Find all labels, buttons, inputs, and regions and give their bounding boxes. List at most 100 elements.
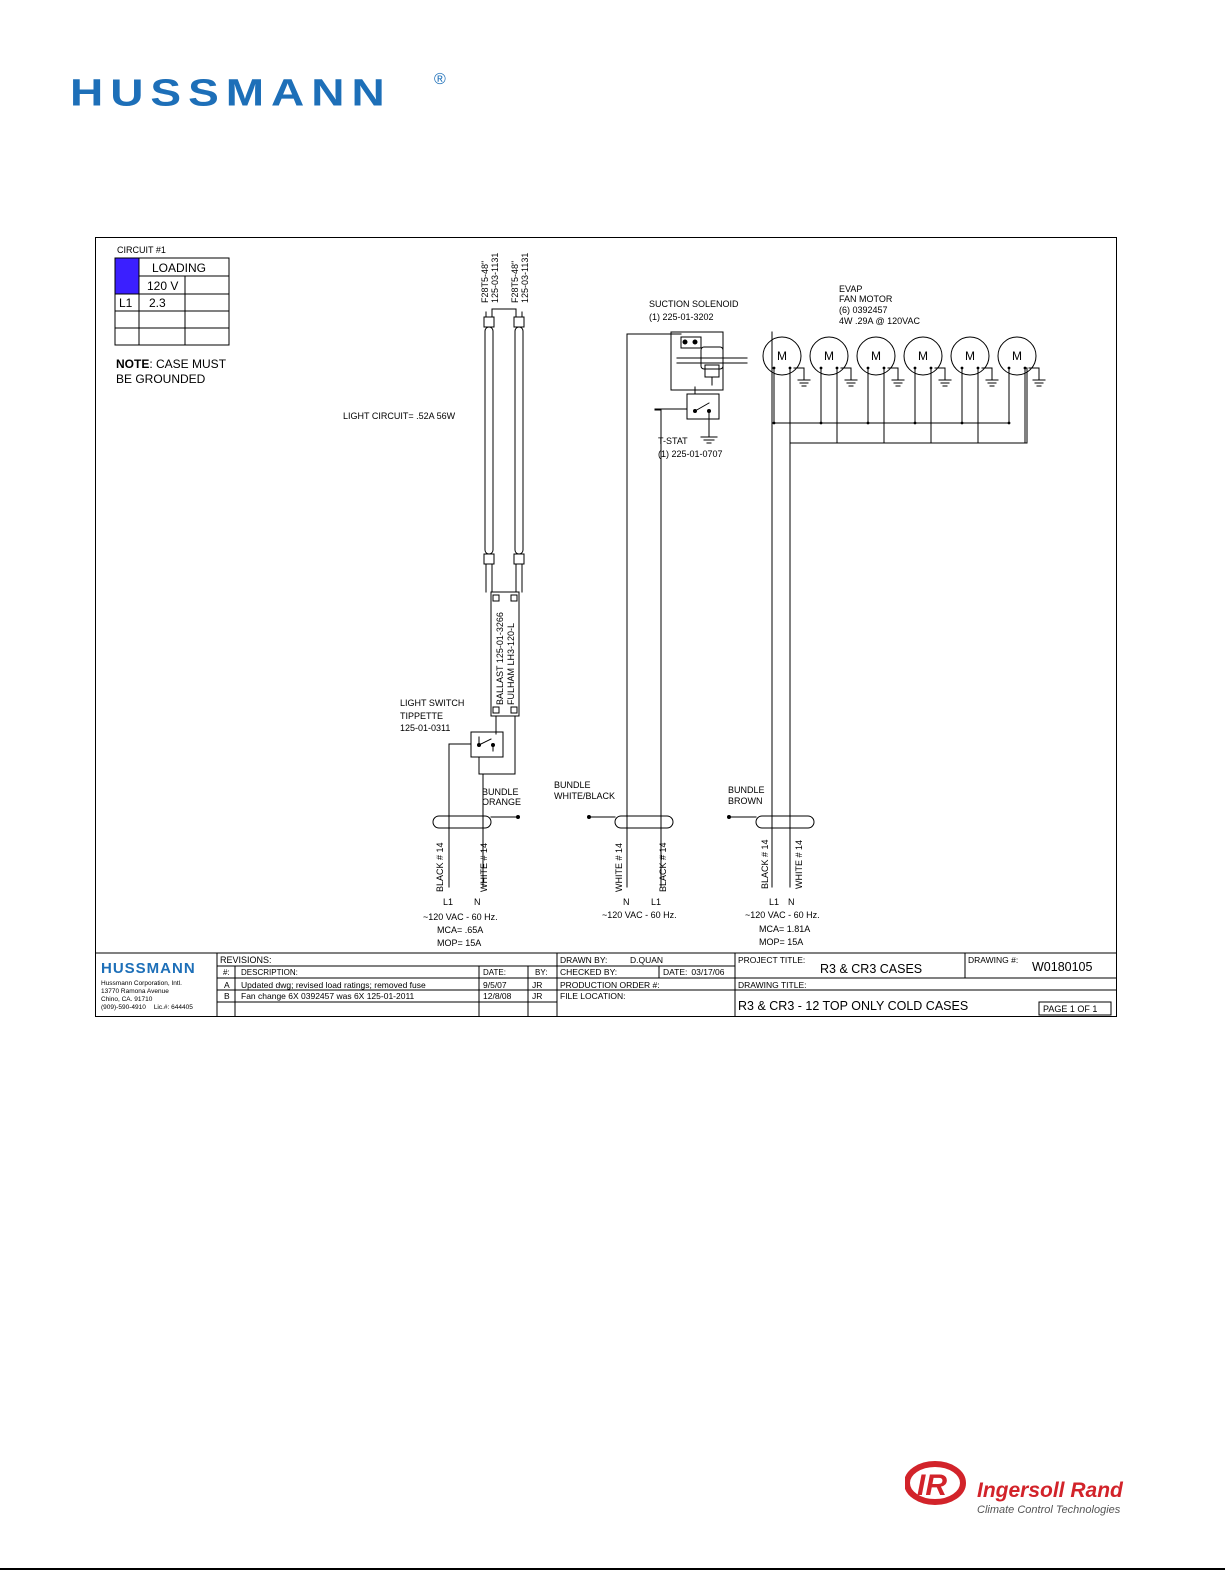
tb-drawn-by: D.QUAN xyxy=(630,955,663,965)
bundle-brown-term-b: N xyxy=(788,897,795,907)
tb-license: Lic.#: 644405 xyxy=(154,1004,193,1011)
fan-motor-5: M xyxy=(950,336,999,444)
tb-brand: HUSSMANN xyxy=(101,960,196,977)
t-stat-label-1: T-STAT xyxy=(658,436,688,446)
tb-date-value: 03/17/06 xyxy=(691,967,724,977)
note-bold: NOTE xyxy=(116,357,149,371)
lamp-1-model: F28T5-48" xyxy=(480,261,490,303)
note-text-1: : CASE MUST xyxy=(149,357,226,371)
bundle-brown-mop: MOP= 15A xyxy=(759,937,803,947)
fan-motor-label: M xyxy=(777,349,787,363)
circuit-table: CIRCUIT #1 LOADING 120 V L1 2.3 xyxy=(114,245,230,346)
evap-label-2: FAN MOTOR xyxy=(839,294,893,304)
fan-motor-label: M xyxy=(965,349,975,363)
tb-col-num: #: xyxy=(223,968,230,977)
tb-project-title-label: PROJECT TITLE: xyxy=(738,955,805,965)
bundle-brown-mca: MCA= 1.81A xyxy=(759,924,810,934)
bundle-orange-wire-b: WHITE # 14 xyxy=(479,843,489,892)
bundle-orange xyxy=(432,815,520,829)
suction-solenoid-label-2: (1) 225-01-3202 xyxy=(649,312,714,322)
tb-company: Hussmann Corporation, Intl. xyxy=(101,980,182,987)
suction-solenoid xyxy=(670,331,748,391)
lamp-1-part: 125-03-1131 xyxy=(490,253,500,303)
bundle-orange-wire-a: BLACK # 14 xyxy=(435,842,445,892)
fan-motor-label: M xyxy=(871,349,881,363)
tb-rev-b-num: B xyxy=(224,991,230,1001)
tb-date-label: DATE: xyxy=(663,967,687,977)
tb-address-1: 13770 Ramona Avenue xyxy=(101,988,169,995)
bundle-white-black-wire-a: WHITE # 14 xyxy=(614,843,624,892)
tb-col-date: DATE: xyxy=(483,968,506,977)
ballast-label-1: BALLAST 125-01-3266 xyxy=(495,612,505,705)
bundle-brown-label-1: BUNDLE xyxy=(728,785,765,795)
bundle-orange-term-a: L1 xyxy=(443,897,453,907)
fan-motor-3: M xyxy=(856,336,905,444)
tb-phone-value: (909)-590-4910 xyxy=(101,1004,146,1011)
tb-drawing-num: W0180105 xyxy=(1032,960,1093,974)
t-stat-label-2: (1) 225-01-0707 xyxy=(658,449,723,459)
fan-bus-n xyxy=(789,367,1028,444)
fan-motor-1: M xyxy=(762,336,811,444)
light-circuit-label: LIGHT CIRCUIT= .52A 56W xyxy=(343,411,456,421)
bundle-brown-wire-b: WHITE # 14 xyxy=(794,840,804,889)
ballast xyxy=(490,591,520,717)
tb-rev-a-by: JR xyxy=(532,980,542,990)
bundle-white-black-label-1: BUNDLE xyxy=(554,780,591,790)
bundle-white-black-term-a: N xyxy=(623,897,630,907)
bottom-rule xyxy=(0,1568,1225,1570)
light-switch-label-2: TIPPETTE xyxy=(400,711,443,721)
suction-solenoid-label-1: SUCTION SOLENOID xyxy=(649,299,739,309)
light-switch-label-3: 125-01-0311 xyxy=(400,723,450,733)
tb-rev-b-date: 12/8/08 xyxy=(483,991,512,1001)
fan-motor-label: M xyxy=(824,349,834,363)
ir-tagline: Climate Control Technologies xyxy=(977,1504,1121,1516)
evap-label-3: (6) 0392457 xyxy=(839,305,888,315)
evap-label-1: EVAP xyxy=(839,284,862,294)
note-line-1: NOTE: CASE MUST xyxy=(116,357,227,371)
bundle-white-black-supply: ~120 VAC - 60 Hz. xyxy=(602,910,677,920)
tb-page: PAGE 1 OF 1 xyxy=(1043,1004,1097,1014)
bundle-orange-term-b: N xyxy=(474,897,481,907)
tb-rev-a-date: 9/5/07 xyxy=(483,980,507,990)
fan-motor-label: M xyxy=(918,349,928,363)
ir-mark-icon xyxy=(904,1461,966,1505)
circuit-heading: LOADING xyxy=(152,261,206,275)
bundle-white-black xyxy=(587,815,674,829)
ir-mark-letters: IR xyxy=(917,1469,947,1502)
tb-address-2: Chino, CA. 91710 xyxy=(101,996,153,1003)
tb-drawing-title: R3 & CR3 - 12 TOP ONLY COLD CASES xyxy=(738,999,968,1013)
bundle-orange-mca: MCA= .65A xyxy=(437,925,483,935)
evap-label-4: 4W .29A @ 120VAC xyxy=(839,316,921,326)
fan-motor-label: M xyxy=(1012,349,1022,363)
drawing-frame xyxy=(95,237,1117,1017)
tb-date: DATE: 03/17/06 xyxy=(663,967,725,977)
hussmann-logo: HUSSMANN ® xyxy=(70,68,450,118)
fan-motor-2: M xyxy=(809,336,858,444)
light-switch-label-1: LIGHT SWITCH xyxy=(400,698,464,708)
ballast-label-2: FULHAM LH3-120-L xyxy=(506,623,516,705)
bundle-brown-supply: ~120 VAC - 60 Hz. xyxy=(745,910,820,920)
note-line-2: BE GROUNDED xyxy=(116,372,206,386)
t-stat xyxy=(686,386,720,444)
wiring-diagram: CIRCUIT #1 LOADING 120 V L1 2.3 NOTE: CA… xyxy=(94,237,1118,1018)
tb-phone: (909)-590-4910 Lic.#: 644405 xyxy=(101,1004,193,1011)
lamp-2 xyxy=(513,311,525,565)
tb-drawn-by-label: DRAWN BY: xyxy=(560,955,607,965)
bundle-orange-label-2: ORANGE xyxy=(482,797,521,807)
circuit-row-label: L1 xyxy=(119,296,133,310)
tb-project-title: R3 & CR3 CASES xyxy=(820,962,922,976)
lamp-2-model: F28T5-48" xyxy=(510,261,520,303)
tb-revisions-label: REVISIONS: xyxy=(220,955,272,965)
bundle-brown-wire-a: BLACK # 14 xyxy=(760,839,770,889)
light-switch xyxy=(470,731,504,758)
tb-rev-a-desc: Updated dwg; revised load ratings; remov… xyxy=(241,980,426,990)
tb-rev-b-desc: Fan change 6X 0392457 was 6X 125-01-2011 xyxy=(241,991,415,1001)
ingersoll-rand-logo: IR Ingersoll Rand Climate Control Techno… xyxy=(904,1455,1135,1525)
ir-brand: Ingersoll Rand xyxy=(977,1479,1124,1502)
tb-col-desc: DESCRIPTION: xyxy=(241,968,298,977)
circuit-voltage: 120 V xyxy=(147,279,178,293)
bundle-orange-mop: MOP= 15A xyxy=(437,938,481,948)
registered-mark: ® xyxy=(434,71,446,88)
bundle-orange-label-1: BUNDLE xyxy=(482,787,519,797)
tb-production-order-label: PRODUCTION ORDER #: xyxy=(560,980,660,990)
